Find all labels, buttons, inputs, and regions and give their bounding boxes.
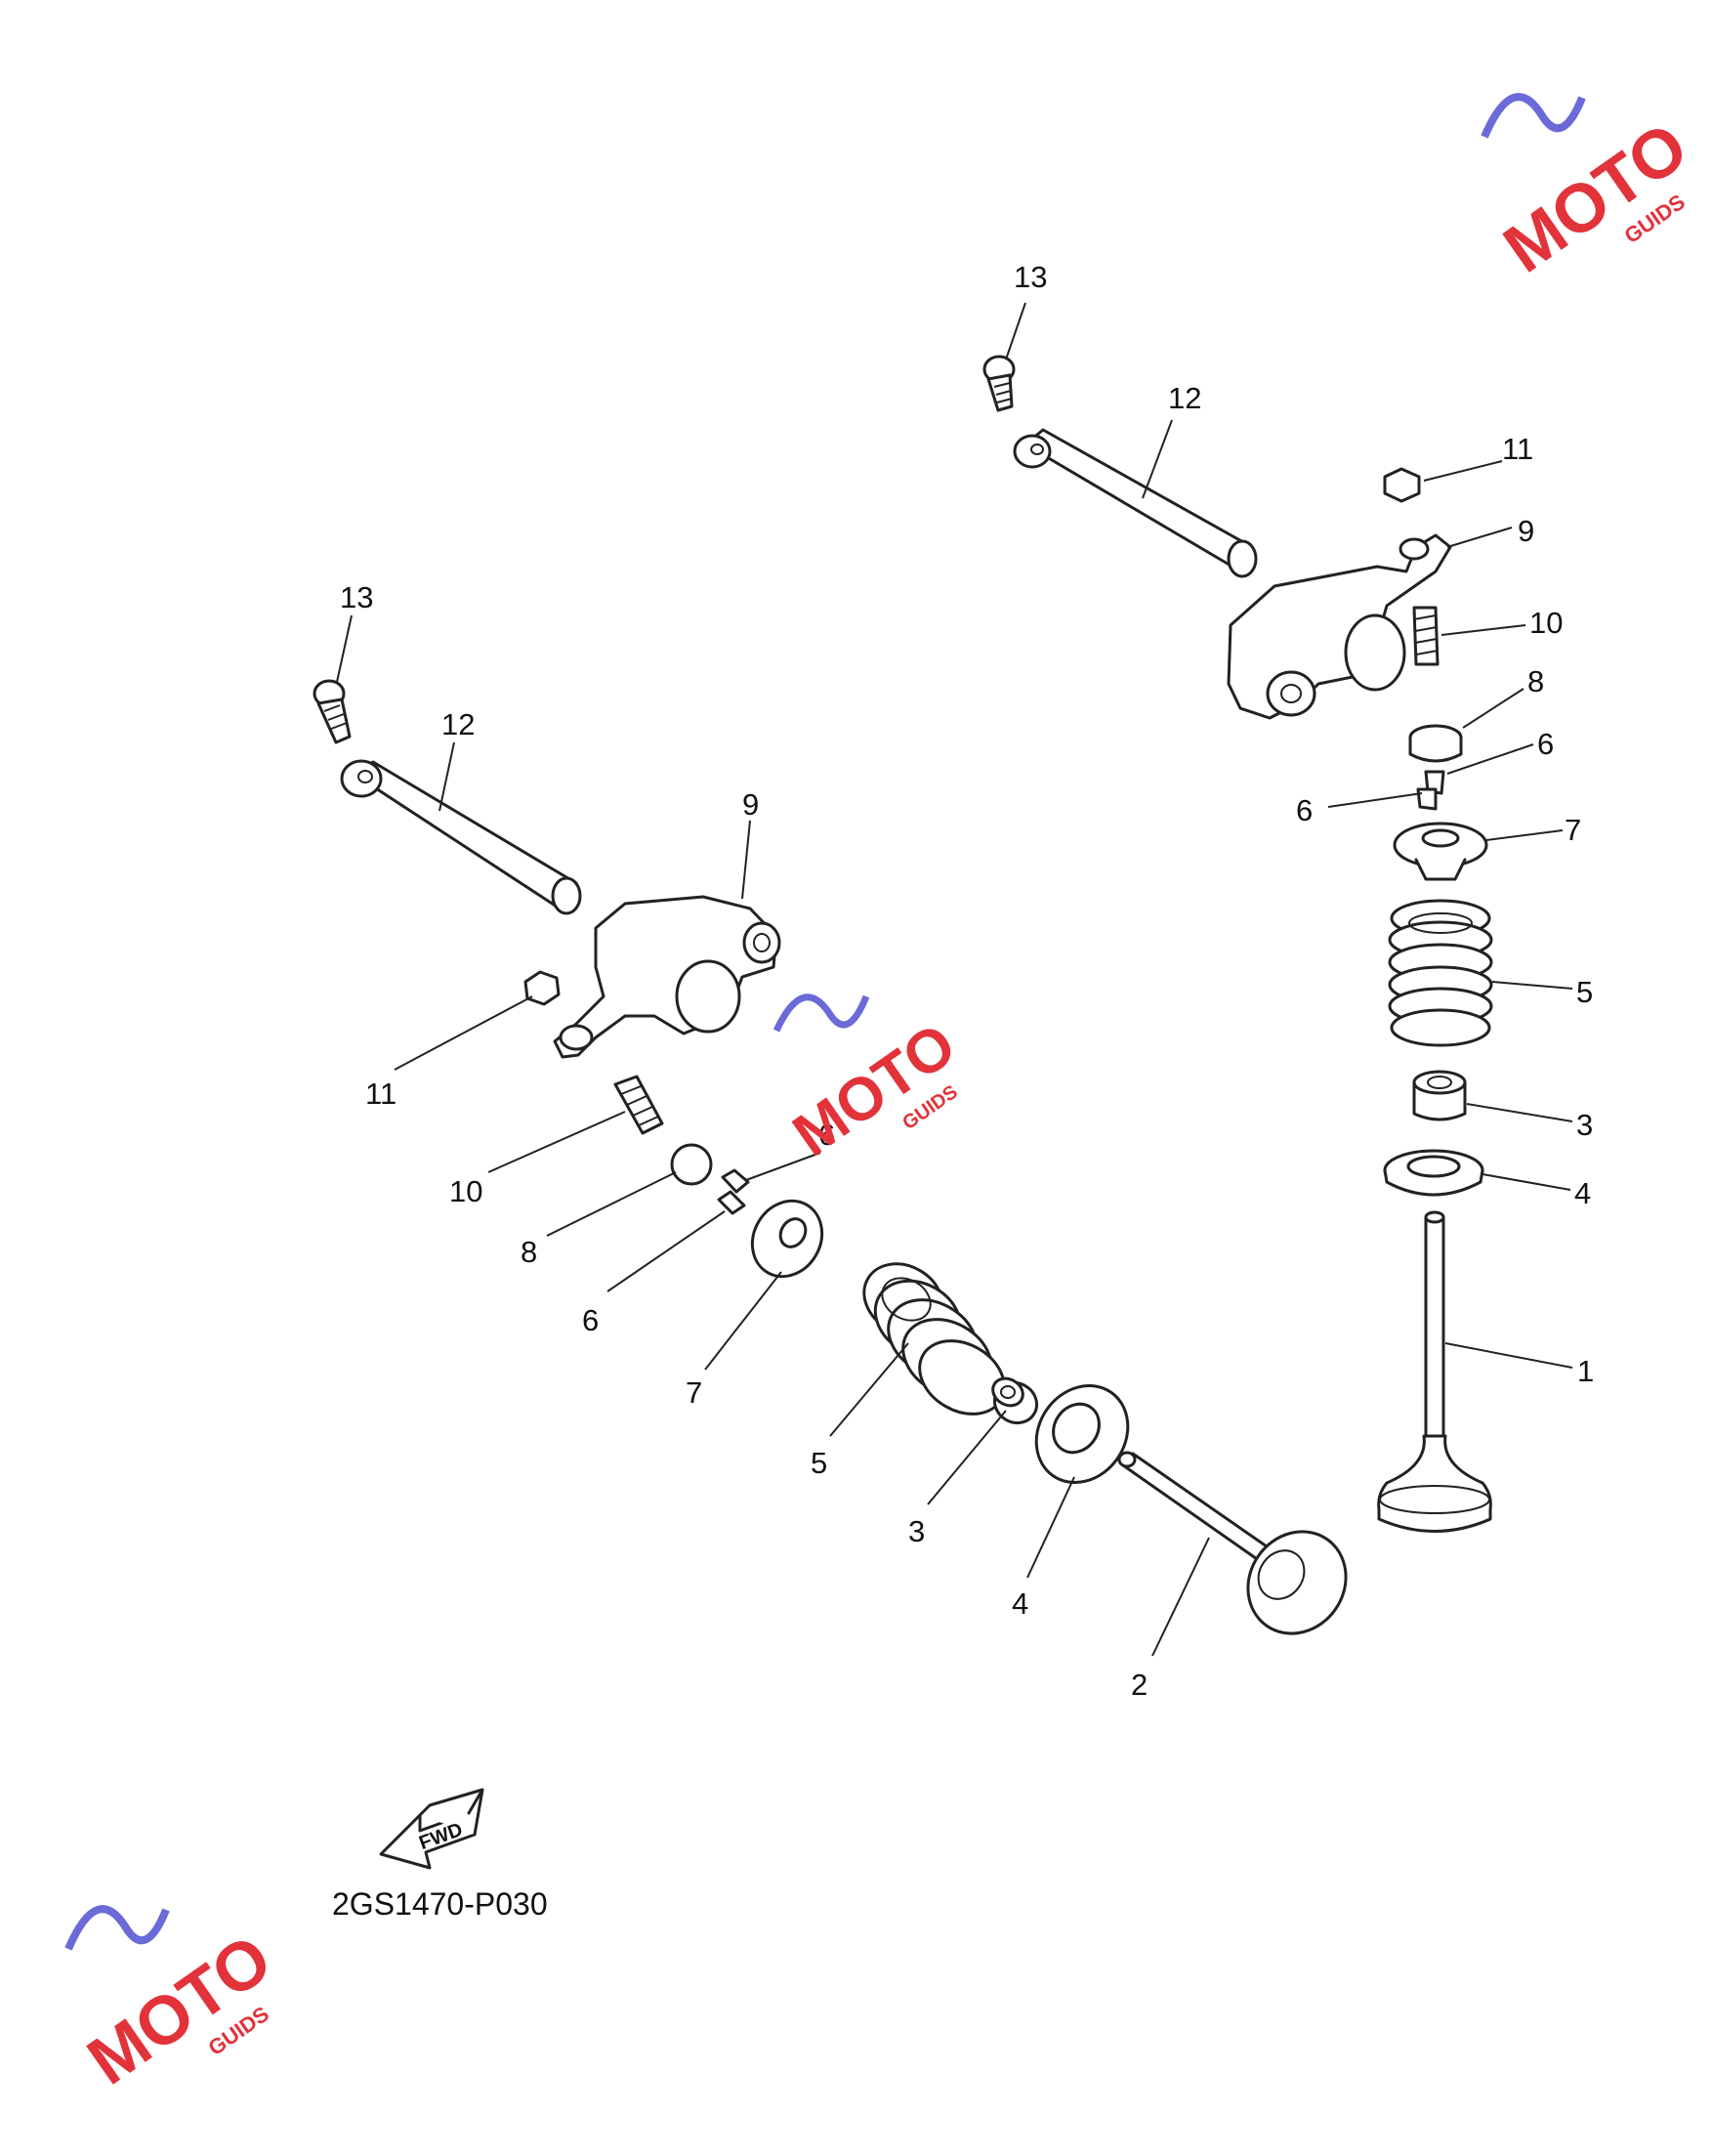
- callout-right-9: 9: [1518, 514, 1534, 548]
- left-assembly: 13 12 9 11 10 8 6 6 7 5 3 4 2: [313, 580, 1348, 1702]
- diagram-code: 2GS1470-P030: [332, 1886, 548, 1922]
- callout-right-5: 5: [1576, 975, 1593, 1009]
- callout-left-5: 5: [811, 1446, 827, 1480]
- right-spring-seat: [1383, 1149, 1484, 1197]
- callout-right-10: 10: [1529, 606, 1563, 640]
- callout-left-11: 11: [365, 1077, 397, 1111]
- left-cotters: [717, 1168, 750, 1215]
- left-valve: [1117, 1451, 1348, 1635]
- right-shaft: [1013, 428, 1258, 578]
- callout-right-7: 7: [1565, 813, 1581, 847]
- right-assembly: 13 12 11 9 10 8 6 6 7 5 3 4 1: [982, 260, 1594, 1533]
- callout-left-12: 12: [441, 707, 475, 741]
- right-cap: [1408, 724, 1463, 763]
- fwd-label: FWD: [416, 1819, 465, 1854]
- right-nut: [1383, 467, 1421, 503]
- callout-left-4: 4: [1012, 1586, 1028, 1621]
- callout-left-6a: 6: [582, 1303, 599, 1337]
- right-leaders: [1005, 302, 1573, 1369]
- callout-left-9: 9: [742, 787, 759, 822]
- fwd-arrow: FWD: [379, 1788, 484, 1870]
- callout-left-6b: 6: [818, 1118, 835, 1152]
- callout-right-13: 13: [1014, 260, 1047, 294]
- left-cap: [670, 1143, 713, 1186]
- left-bolt: [313, 679, 352, 744]
- callout-right-8: 8: [1527, 664, 1544, 698]
- right-bolt: [982, 355, 1016, 412]
- left-spring-seat: [1034, 1383, 1130, 1485]
- callout-right-6b: 6: [1296, 793, 1313, 827]
- watermark-logo-bottom: MOTO GUIDS: [64, 1905, 285, 2099]
- watermark-logo-top: MOTO GUIDS: [1481, 93, 1701, 287]
- left-retainer: [750, 1199, 824, 1279]
- watermark-logo-center: MOTO GUIDS: [772, 993, 968, 1169]
- callout-left-3: 3: [908, 1514, 925, 1548]
- left-nut: [523, 970, 561, 1006]
- right-cotters: [1416, 770, 1445, 811]
- right-stem-seal: [1412, 1070, 1467, 1121]
- callout-right-6a: 6: [1537, 727, 1554, 761]
- right-retainer: [1393, 822, 1488, 881]
- callout-right-3: 3: [1576, 1108, 1593, 1142]
- callout-right-12: 12: [1168, 381, 1201, 415]
- left-adjuster: [613, 1075, 664, 1135]
- callout-right-11: 11: [1502, 432, 1533, 466]
- right-valve: [1377, 1210, 1492, 1533]
- callout-right-1: 1: [1577, 1354, 1594, 1388]
- right-spring: [1388, 899, 1493, 1047]
- callout-left-2: 2: [1131, 1668, 1148, 1702]
- callout-left-8: 8: [521, 1235, 537, 1269]
- left-spring: [862, 1262, 1006, 1416]
- callout-left-13: 13: [340, 580, 373, 614]
- callout-left-10: 10: [449, 1174, 482, 1208]
- callout-left-7: 7: [686, 1375, 702, 1410]
- left-leaders: [336, 614, 1210, 1657]
- callout-right-4: 4: [1574, 1176, 1591, 1210]
- left-rocker-arm: [553, 895, 781, 1059]
- right-adjuster: [1412, 606, 1440, 666]
- left-shaft: [340, 759, 582, 915]
- right-rocker-arm: [1227, 533, 1452, 720]
